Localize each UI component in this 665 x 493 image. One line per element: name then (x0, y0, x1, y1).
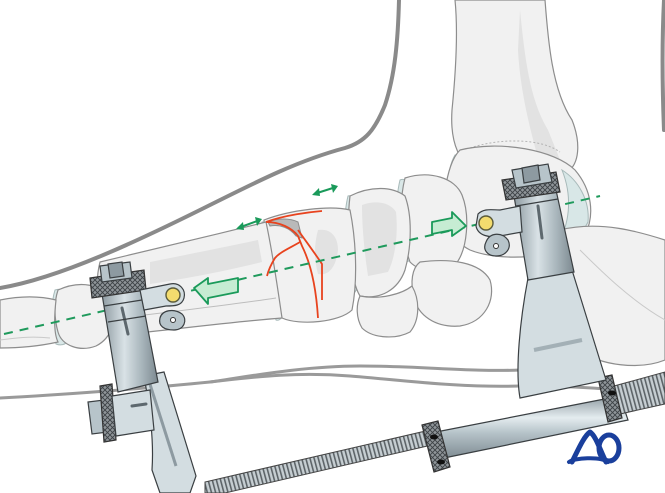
thread-right-end (613, 371, 665, 415)
tibia (451, 0, 579, 171)
cuboid (411, 260, 493, 327)
knurled-nut-right (597, 374, 623, 423)
cuneiform-intermediate (356, 285, 419, 338)
pin-clamp-proximal-icon (478, 215, 494, 231)
threaded-rod (204, 429, 437, 493)
proximal-pin-clamp (475, 163, 607, 399)
proximal-direction-arrow (431, 211, 467, 237)
fracture-lines (265, 210, 323, 319)
motion-double-arrow-1 (236, 217, 262, 230)
proximal-phalanx (0, 296, 59, 349)
ao-logo (567, 429, 622, 465)
distal-direction-arrow (193, 277, 239, 305)
distraction-axis (3, 195, 601, 335)
pin-clamp-distal-icon (165, 287, 181, 303)
motion-double-arrow-2 (312, 184, 338, 196)
distal-pin-clamp (87, 261, 197, 493)
knurled-nut-center (421, 420, 451, 473)
